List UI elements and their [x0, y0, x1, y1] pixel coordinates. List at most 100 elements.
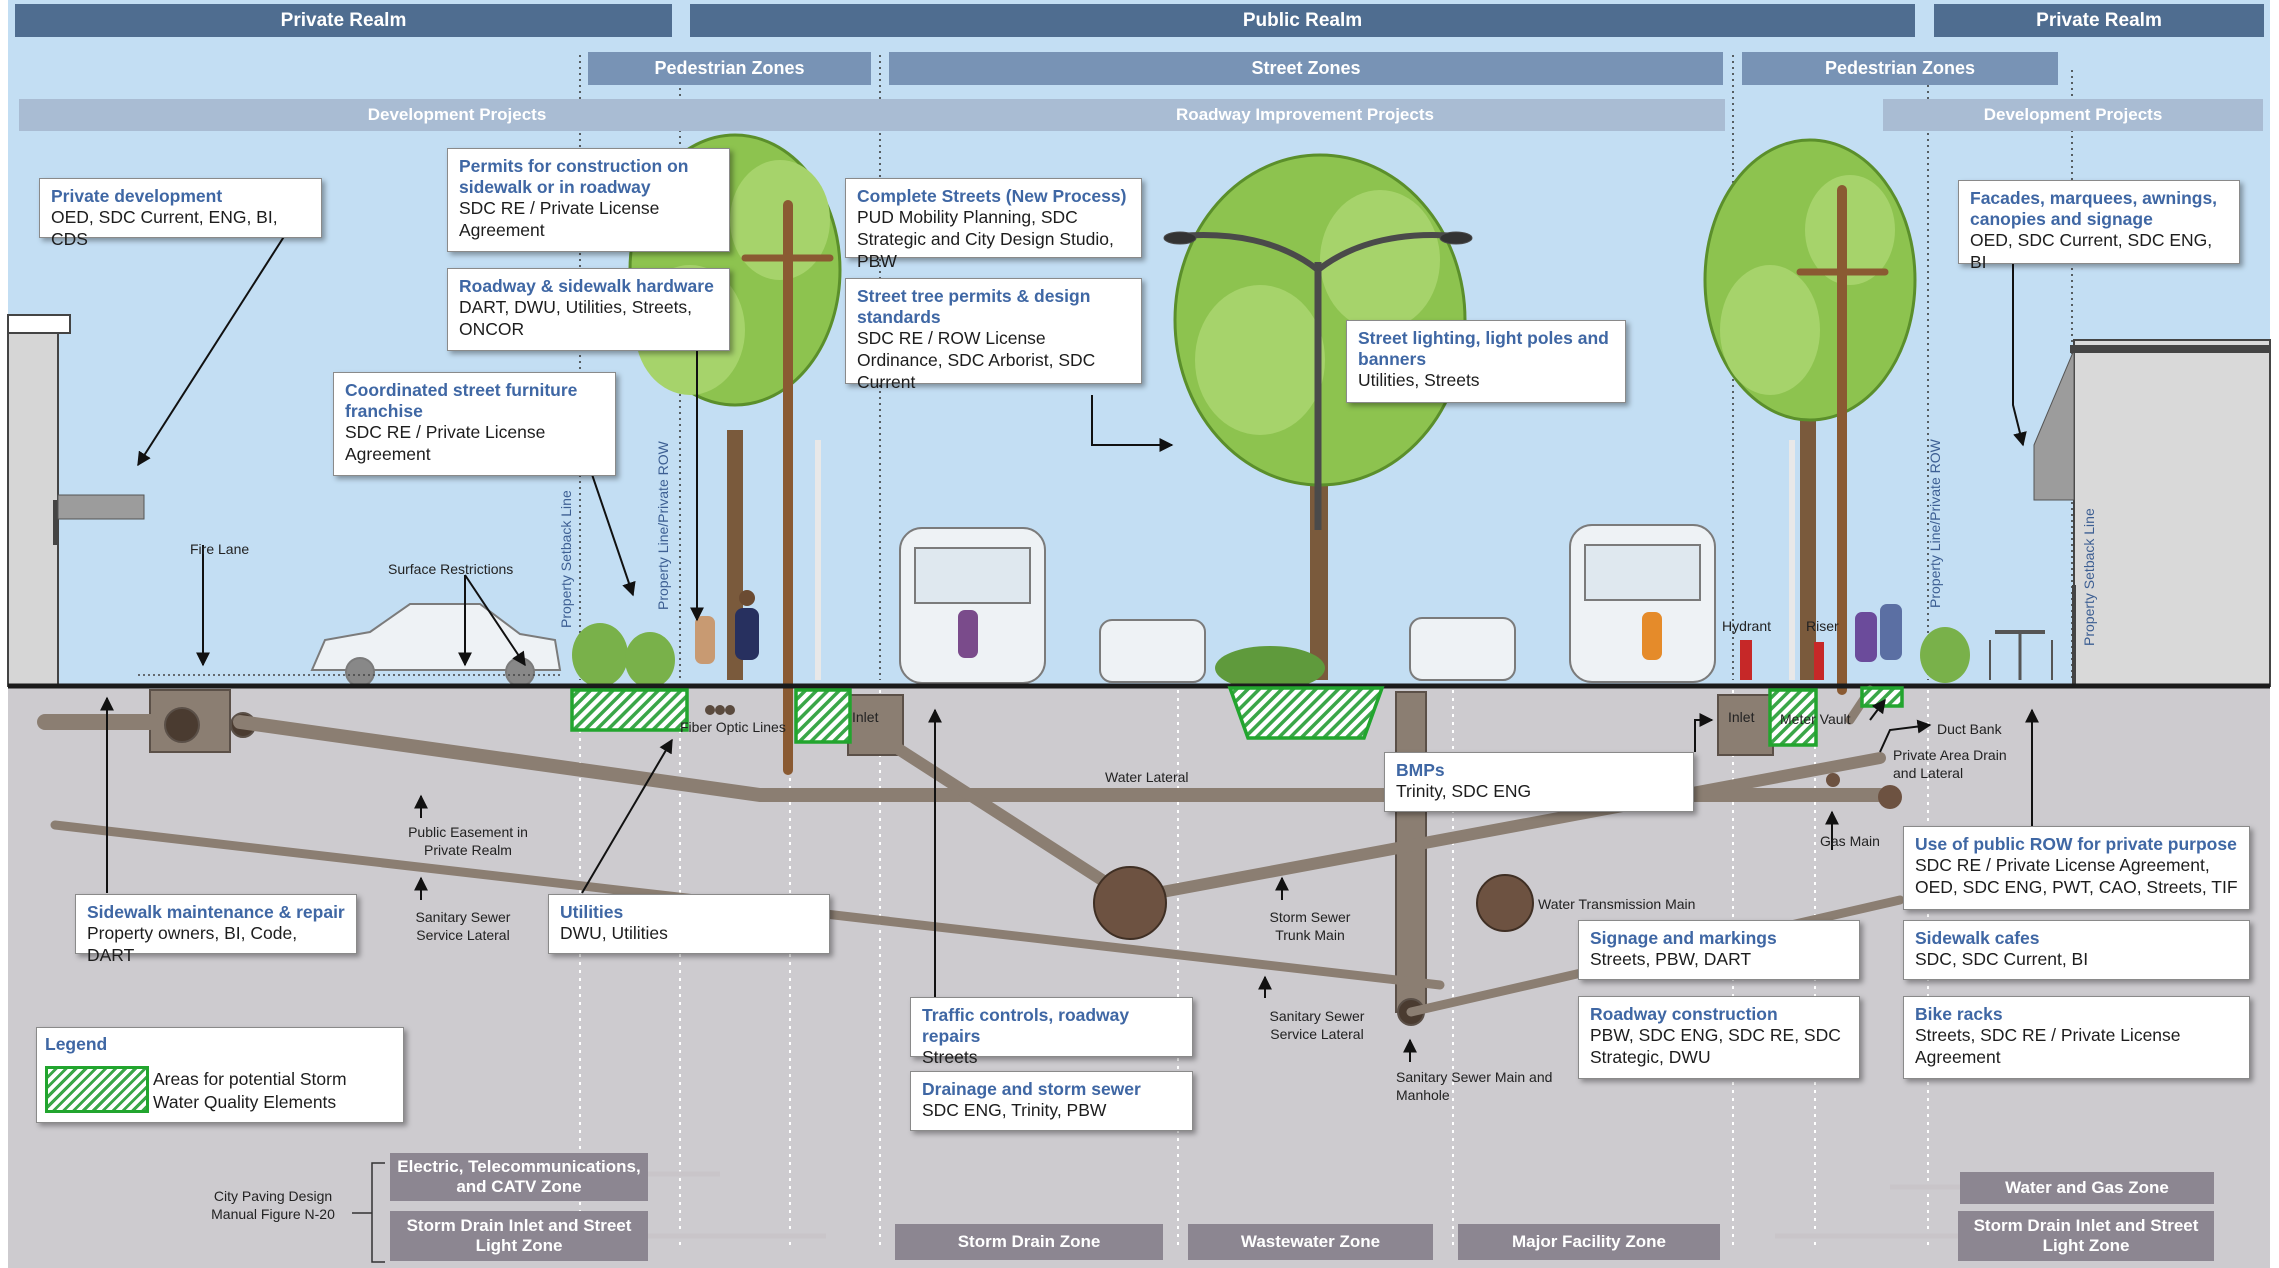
callout-title: Roadway construction — [1590, 1004, 1778, 1024]
callout-title: Drainage and storm sewer — [922, 1079, 1141, 1099]
callout-desc: PUD Mobility Planning, SDC Strategic and… — [857, 207, 1114, 271]
callout-title: Bike racks — [1915, 1004, 2003, 1024]
label-water-transmission: Water Transmission Main — [1538, 896, 1696, 912]
callout-title: Roadway & sidewalk hardware — [459, 276, 714, 296]
callout-title: Street tree permits & design standards — [857, 286, 1091, 327]
gas-main — [1878, 785, 1902, 809]
zone-arrows — [648, 1171, 1960, 1239]
legend: Legend Areas for potential Storm Water Q… — [36, 1027, 404, 1123]
callout-desc: SDC, SDC Current, BI — [1915, 949, 2089, 969]
band-development-projects-right: Development Projects — [1883, 99, 2263, 131]
cafe-tables — [1989, 630, 2053, 680]
label-surface-restrictions: Surface Restrictions — [388, 561, 514, 577]
label-sanitary-sewer-left: Sanitary Sewer Service Lateral — [415, 909, 511, 944]
callout-title: Permits for construction on sidewalk or … — [459, 156, 689, 197]
zone-electric-telecom: Electric, Telecommunications, and CATV Z… — [390, 1153, 648, 1201]
building-left — [7, 314, 145, 687]
label-fire-lane: Fire Lane — [190, 541, 250, 557]
label-riser: Riser — [1806, 618, 1839, 634]
callout-desc: SDC RE / Private License Agreement — [345, 422, 546, 464]
label-sanitary-sewer-main: Sanitary Sewer Main and Manhole — [1396, 1069, 1553, 1104]
callout-desc: Property owners, BI, Code, DART — [87, 923, 298, 965]
callout-street-lighting: Street lighting, light poles and banners… — [1346, 320, 1626, 403]
label-storm-sewer-trunk: Storm Sewer Trunk Main — [1269, 909, 1351, 944]
callout-traffic-controls: Traffic controls, roadway repairs Street… — [910, 997, 1193, 1067]
label-property-setback-right: Property Setback Line — [2081, 508, 2097, 646]
shrubs — [572, 623, 1970, 690]
zone-storm-drain-inlet-right: Storm Drain Inlet and Street Light Zone — [1958, 1211, 2214, 1261]
callout-permits: Permits for construction on sidewalk or … — [447, 148, 730, 252]
callout-desc: DART, DWU, Utilities, Streets, ONCOR — [459, 297, 693, 339]
callout-desc: OED, SDC Current, ENG, BI, CDS — [51, 207, 278, 249]
band-pedestrian-zones-left: Pedestrian Zones — [588, 52, 871, 85]
band-public-realm: Public Realm — [690, 4, 1915, 37]
callout-roadway-hardware: Roadway & sidewalk hardware DART, DWU, U… — [447, 268, 730, 351]
callout-desc: PBW, SDC ENG, SDC RE, SDC Strategic, DWU — [1590, 1025, 1841, 1067]
callout-private-development: Private development OED, SDC Current, EN… — [39, 178, 322, 249]
callout-desc: DWU, Utilities — [560, 923, 668, 943]
callout-title: Traffic controls, roadway repairs — [922, 1005, 1130, 1046]
callout-sidewalk-cafes: Sidewalk cafes SDC, SDC Current, BI — [1903, 920, 2250, 980]
building-right — [2033, 339, 2271, 687]
band-roadway-improvement-projects: Roadway Improvement Projects — [885, 99, 1725, 131]
callout-signage: Signage and markings Streets, PBW, DART — [1578, 920, 1860, 980]
zone-wastewater: Wastewater Zone — [1188, 1224, 1433, 1260]
label-paving-manual: City Paving Design Manual Figure N-20 — [211, 1188, 335, 1223]
callout-desc: SDC ENG, Trinity, PBW — [922, 1100, 1107, 1120]
band-private-realm-left: Private Realm — [15, 4, 672, 37]
utility-poles — [741, 185, 1889, 775]
callout-bmps: BMPs Trinity, SDC ENG — [1384, 752, 1694, 812]
callout-desc: Streets — [922, 1047, 978, 1067]
legend-title: Legend — [45, 1034, 108, 1054]
callout-public-row: Use of public ROW for private purpose SD… — [1903, 826, 2250, 910]
vehicles — [310, 524, 1716, 687]
callout-title: Use of public ROW for private purpose — [1915, 834, 2237, 854]
callout-desc: SDC RE / ROW License Ordinance, SDC Arbo… — [857, 328, 1096, 392]
label-gas-main: Gas Main — [1820, 833, 1880, 849]
leader-arrows — [100, 234, 2039, 1062]
legend-desc: Areas for potential Storm Water Quality … — [153, 1069, 347, 1112]
callout-title: Private development — [51, 186, 223, 206]
band-pedestrian-zones-right: Pedestrian Zones — [1742, 52, 2058, 85]
callout-desc: SDC RE / Private License Agreement — [459, 198, 660, 240]
band-private-realm-right: Private Realm — [1934, 4, 2264, 37]
callout-title: Facades, marquees, awnings, canopies and… — [1970, 188, 2218, 229]
manual-bracket — [352, 1162, 385, 1263]
storm-water-swatch — [45, 1066, 149, 1113]
callout-desc: SDC RE / Private License Agreement, OED,… — [1915, 855, 2238, 897]
callout-desc: Streets, SDC RE / Private License Agreem… — [1915, 1025, 2181, 1067]
label-water-lateral: Water Lateral — [1105, 769, 1189, 785]
callout-title: Sidewalk maintenance & repair — [87, 902, 345, 922]
callout-title: Sidewalk cafes — [1915, 928, 2040, 948]
callout-street-tree-permits: Street tree permits & design standards S… — [845, 278, 1142, 392]
zone-water-gas: Water and Gas Zone — [1960, 1172, 2214, 1204]
label-meter-vault: Meter Vault — [1780, 711, 1851, 727]
callout-desc: Trinity, SDC ENG — [1396, 781, 1532, 801]
callout-facades: Facades, marquees, awnings, canopies and… — [1958, 180, 2240, 272]
label-public-easement: Public Easement in Private Realm — [408, 824, 528, 859]
callout-title: Utilities — [560, 902, 624, 922]
label-inlet-left: Inlet — [852, 709, 879, 725]
callout-roadway-construction: Roadway construction PBW, SDC ENG, SDC R… — [1578, 996, 1860, 1079]
pedestrians — [695, 590, 1902, 680]
callout-sidewalk-maintenance: Sidewalk maintenance & repair Property o… — [75, 894, 357, 965]
callout-title: Complete Streets (New Process) — [857, 186, 1127, 206]
label-property-setback-left: Property Setback Line — [558, 490, 574, 628]
callout-title: Coordinated street furniture franchise — [345, 380, 578, 421]
label-property-line-left: Property Line/Private ROW — [655, 441, 671, 610]
callout-desc: OED, SDC Current, SDC ENG, BI — [1970, 230, 2213, 272]
callout-title: BMPs — [1396, 760, 1445, 780]
ground — [8, 686, 2270, 1268]
storm-water-elements — [570, 686, 1904, 747]
callout-drainage: Drainage and storm sewer SDC ENG, Trinit… — [910, 1071, 1193, 1131]
callout-title: Street lighting, light poles and banners — [1358, 328, 1609, 369]
zone-storm-drain: Storm Drain Zone — [895, 1224, 1163, 1260]
zone-major-facility: Major Facility Zone — [1458, 1224, 1720, 1260]
band-street-zones: Street Zones — [889, 52, 1723, 85]
label-inlet-right: Inlet — [1728, 709, 1755, 725]
label-private-area-drain: Private Area Drain and Lateral — [1893, 747, 2007, 782]
street-lights — [815, 231, 1795, 680]
label-hydrant: Hydrant — [1722, 618, 1772, 634]
callout-desc: Utilities, Streets — [1358, 370, 1480, 390]
